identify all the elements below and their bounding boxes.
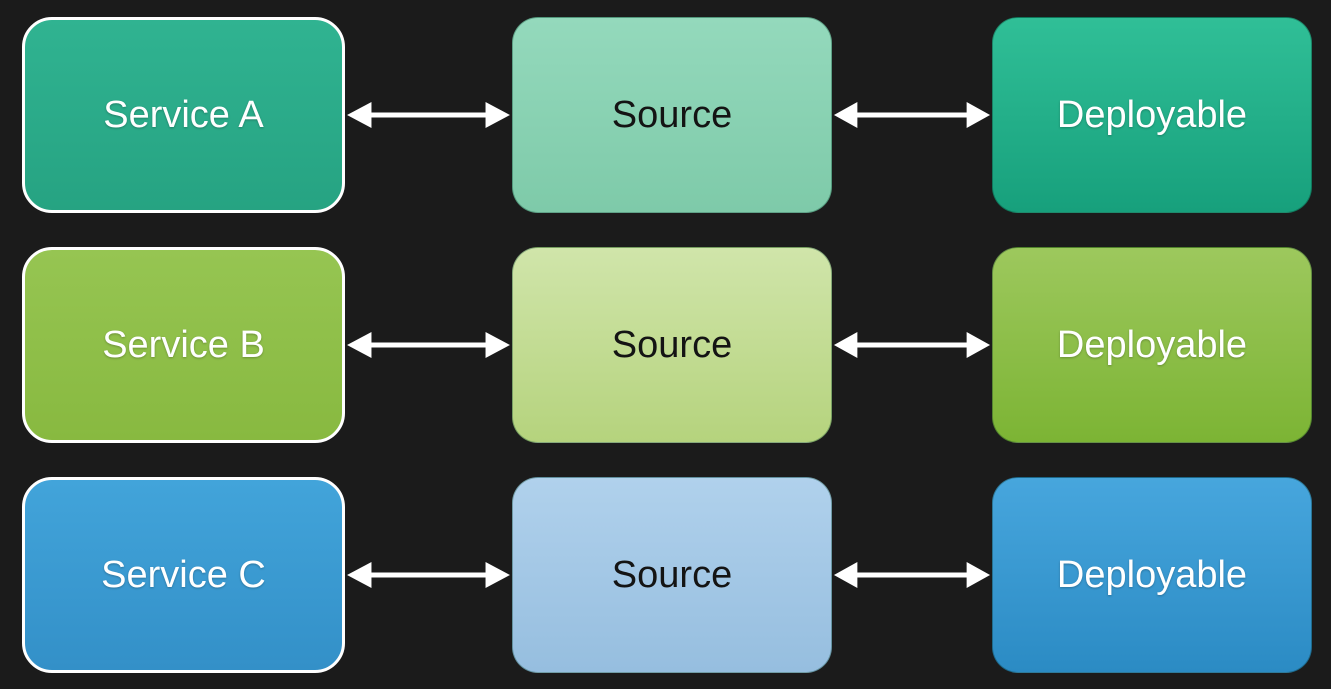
source-box-row-a: Source bbox=[512, 17, 832, 213]
connector-source-deployable-c bbox=[832, 477, 992, 673]
source-label: Source bbox=[611, 94, 733, 136]
source-label: Source bbox=[611, 554, 733, 596]
bidirectional-arrow-icon bbox=[347, 562, 510, 588]
bidirectional-arrow-icon bbox=[833, 332, 991, 358]
service-c-label: Service C bbox=[101, 554, 266, 596]
service-a-label: Service A bbox=[103, 94, 264, 136]
connector-service-c-source bbox=[345, 477, 512, 673]
bidirectional-arrow-icon bbox=[833, 562, 991, 588]
deployable-label: Deployable bbox=[1056, 324, 1248, 366]
source-box-row-c: Source bbox=[512, 477, 832, 673]
deployable-box-row-a: Deployable bbox=[992, 17, 1312, 213]
connector-source-deployable-a bbox=[832, 17, 992, 213]
source-box-row-b: Source bbox=[512, 247, 832, 443]
service-a-box: Service A bbox=[22, 17, 345, 213]
bidirectional-arrow-icon bbox=[347, 332, 510, 358]
source-label: Source bbox=[611, 324, 733, 366]
deployable-label: Deployable bbox=[1056, 94, 1248, 136]
deployable-box-row-c: Deployable bbox=[992, 477, 1312, 673]
connector-service-a-source bbox=[345, 17, 512, 213]
connector-service-b-source bbox=[345, 247, 512, 443]
deployable-label: Deployable bbox=[1056, 554, 1248, 596]
deployable-box-row-b: Deployable bbox=[992, 247, 1312, 443]
service-b-box: Service B bbox=[22, 247, 345, 443]
bidirectional-arrow-icon bbox=[833, 102, 991, 128]
service-c-box: Service C bbox=[22, 477, 345, 673]
service-b-label: Service B bbox=[102, 324, 265, 366]
connector-source-deployable-b bbox=[832, 247, 992, 443]
bidirectional-arrow-icon bbox=[347, 102, 510, 128]
